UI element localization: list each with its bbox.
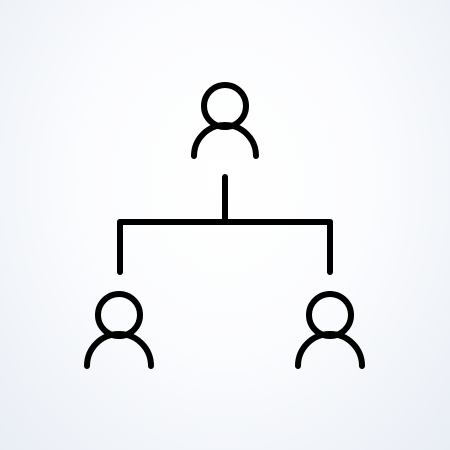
left-person-icon	[84, 291, 154, 369]
right-person-icon	[295, 291, 365, 369]
top-person-icon	[191, 82, 259, 159]
right-person-body	[295, 331, 365, 369]
hierarchy-connector	[117, 174, 333, 275]
left-person-head	[95, 291, 143, 339]
right-person-head	[306, 291, 354, 339]
top-person-head	[201, 82, 249, 130]
top-person-body	[191, 122, 259, 159]
left-person-body	[84, 331, 154, 369]
